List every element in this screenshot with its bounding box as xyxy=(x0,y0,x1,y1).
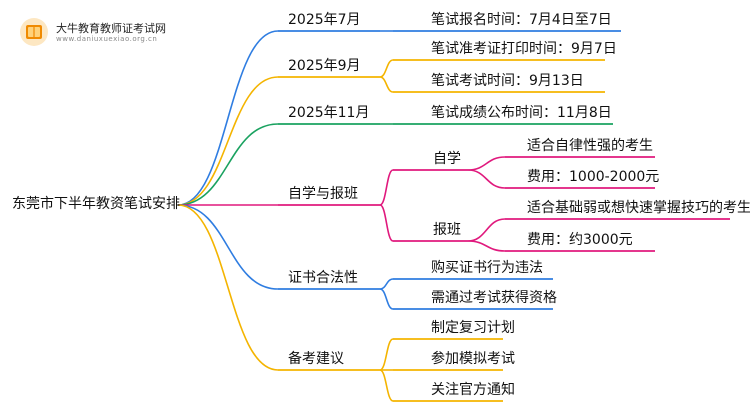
child-node-3-1: 报班 xyxy=(433,222,461,238)
edge-branch-4-to-child-1 xyxy=(379,288,394,310)
edge-child-3-0-to-leaf-1 xyxy=(467,169,506,189)
branch-node-3: 自学与报班 xyxy=(288,186,358,202)
branch-node-2: 2025年11月 xyxy=(288,105,370,121)
leaf-node-3-1-0: 适合基础弱或想快速掌握技巧的考生 xyxy=(527,200,750,216)
edge-root-to-branch-5 xyxy=(177,204,279,371)
edge-branch-1-to-child-0 xyxy=(379,59,394,78)
edge-child-3-0-to-leaf-0 xyxy=(467,156,506,171)
leaf-node-3-0-0: 适合自律性强的考生 xyxy=(527,138,653,154)
edge-child-3-1-to-leaf-1 xyxy=(467,240,506,252)
child-node-5-1: 参加模拟考试 xyxy=(431,351,515,367)
child-node-4-1: 需通过考试获得资格 xyxy=(431,290,557,306)
child-node-5-0: 制定复习计划 xyxy=(431,320,515,336)
edge-root-to-branch-0 xyxy=(177,30,279,206)
edge-branch-5-to-child-2 xyxy=(379,369,394,402)
edge-root-to-branch-4 xyxy=(177,204,279,290)
branch-node-0: 2025年7月 xyxy=(288,12,361,28)
logo-url: www.daniuxuexiao.org.cn xyxy=(56,35,158,43)
edge-branch-3-to-child-0 xyxy=(379,169,394,206)
leaf-node-3-1-1: 费用：约3000元 xyxy=(527,232,633,248)
edge-branch-5-to-child-0 xyxy=(379,338,394,371)
brand-logo: 大牛教育教师证考试网 www.daniuxuexiao.org.cn xyxy=(18,16,218,48)
mindmap-edges xyxy=(177,30,730,402)
edge-child-3-1-to-leaf-0 xyxy=(467,218,506,242)
child-node-3-0: 自学 xyxy=(433,151,461,167)
child-node-0-0: 笔试报名时间：7月4日至7日 xyxy=(431,12,612,28)
branch-node-4: 证书合法性 xyxy=(288,270,358,286)
child-node-4-0: 购买证书行为违法 xyxy=(431,260,543,276)
child-node-1-1: 笔试考试时间：9月13日 xyxy=(431,73,584,89)
leaf-node-3-0-1: 费用：1000-2000元 xyxy=(527,169,660,185)
child-node-5-2: 关注官方通知 xyxy=(431,382,515,398)
child-node-2-0: 笔试成绩公布时间：11月8日 xyxy=(431,105,612,121)
child-node-1-0: 笔试准考证打印时间：9月7日 xyxy=(431,41,617,57)
root-node: 东莞市下半年教资笔试安排 xyxy=(12,196,180,212)
branch-node-5: 备考建议 xyxy=(288,351,344,367)
edge-branch-4-to-child-0 xyxy=(379,278,394,290)
logo-title: 大牛教育教师证考试网 xyxy=(56,22,166,35)
edge-branch-3-to-child-1 xyxy=(379,204,394,242)
edge-branch-1-to-child-1 xyxy=(379,76,394,93)
branch-node-1: 2025年9月 xyxy=(288,58,361,74)
logo-book-icon xyxy=(20,18,48,46)
edge-root-to-branch-2 xyxy=(177,123,279,206)
edge-root-to-branch-1 xyxy=(177,76,279,206)
